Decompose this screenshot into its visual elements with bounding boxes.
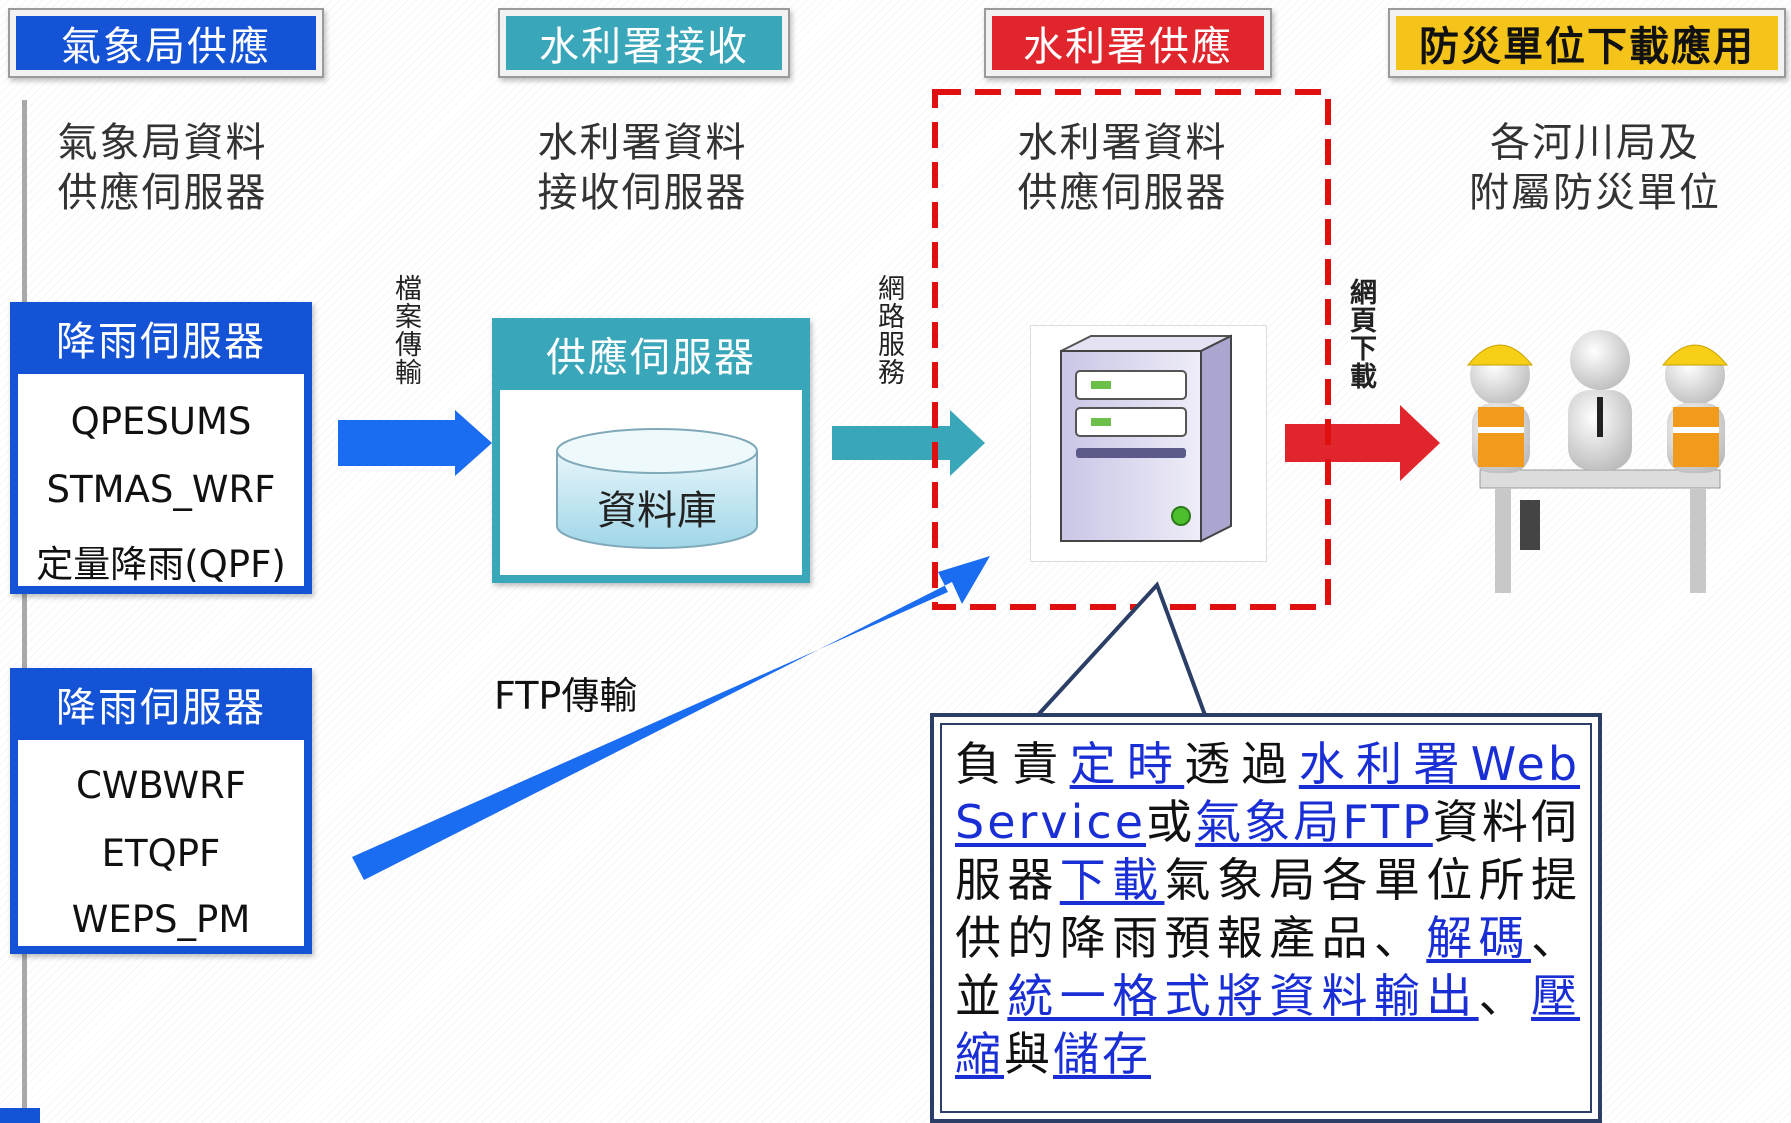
- rain-server-1-title: 降雨伺服器: [10, 302, 312, 374]
- web-download-label: 網頁下載: [1345, 278, 1376, 390]
- wra-supply-dashed-box: [932, 89, 1331, 610]
- ftp-transfer-label: FTP傳輸: [494, 674, 638, 718]
- subtitle-disaster-units: 各河川局及 附屬防災單位: [1469, 120, 1721, 216]
- rain-server-1-item-qpesums: QPESUMS: [70, 400, 252, 443]
- rain-server-2-title: 降雨伺服器: [10, 668, 312, 740]
- callout-segment: 定時: [1069, 737, 1185, 791]
- header-wra-supply-label: 水利署供應: [992, 16, 1264, 70]
- web-download-arrow: [1285, 405, 1440, 481]
- database-icon: [556, 428, 758, 549]
- header-wra-receive-label: 水利署接收: [506, 16, 782, 70]
- callout-segment: 解碼: [1426, 911, 1532, 965]
- callout-segment: 、並: [955, 911, 1581, 1023]
- callout-segment: 壓縮: [955, 969, 1581, 1081]
- rain-server-1: 降雨伺服器 QPESUMS STMAS_WRF 定量降雨(QPF): [10, 302, 312, 594]
- header-wra-supply: 水利署供應: [984, 8, 1272, 78]
- header-wra-receive: 水利署接收: [498, 8, 790, 78]
- header-disaster-units-label: 防災單位下載應用: [1396, 16, 1778, 70]
- subtitle-wra-supply-server: 水利署資料 供應伺服器: [1017, 120, 1228, 216]
- server-icon-frame: [1030, 325, 1267, 562]
- callout-description: 負責定時透過水利署Web Service或氣象局FTP資料伺服器下載氣象局各單位…: [955, 735, 1580, 1083]
- callout-segment: 與: [1004, 1027, 1053, 1081]
- file-transfer-label: 檔案傳輸: [390, 274, 421, 386]
- callout-segment: 水利署Web Service: [955, 737, 1581, 849]
- rain-server-2: 降雨伺服器 CWBWRF ETQPF WEPS_PM: [10, 668, 312, 954]
- callout-box: [930, 713, 1602, 1123]
- corner-mark: [0, 1108, 40, 1123]
- subtitle-cwb-server: 氣象局資料 供應伺服器: [57, 120, 268, 216]
- callout-segment: 下載: [1059, 853, 1165, 907]
- callout-segment: 透過: [1184, 737, 1299, 791]
- callout-segment: 氣象局FTP: [1195, 795, 1433, 849]
- subtitle-wra-receive-server: 水利署資料 接收伺服器: [537, 120, 748, 216]
- server-tower-icon: [1060, 334, 1232, 543]
- construction-workers-icon: [1466, 330, 1729, 593]
- rain-server-2-item-cwbwrf: CWBWRF: [75, 764, 247, 807]
- callout-segment: 輸出: [1373, 969, 1479, 1023]
- timeline-line: [22, 100, 27, 1123]
- network-service-arrow: [832, 410, 985, 476]
- rain-server-2-item-etqpf: ETQPF: [101, 832, 221, 875]
- ftp-transfer-arrow: [352, 556, 990, 880]
- header-cwb-supply-label: 氣象局供應: [16, 16, 316, 70]
- callout-segment: 資料伺服器: [955, 795, 1580, 907]
- rain-server-1-item-qpf: 定量降雨(QPF): [36, 543, 286, 586]
- file-transfer-arrow: [338, 410, 492, 476]
- network-service-label: 網路服務: [873, 274, 904, 386]
- callout-segment: 或: [1146, 795, 1196, 849]
- callout-segment: 氣象局各單位所提供的降雨預報產品、: [955, 853, 1581, 965]
- callout-segment: 負責: [955, 737, 1070, 791]
- rain-server-1-item-stmas: STMAS_WRF: [46, 468, 276, 511]
- callout-segment: 統一格式將資料: [1007, 969, 1374, 1023]
- supply-server-box: 供應伺服器 資料庫: [492, 318, 810, 583]
- database-label: 資料庫: [597, 488, 717, 534]
- header-disaster-units: 防災單位下載應用: [1388, 8, 1786, 78]
- rain-server-2-item-weps: WEPS_PM: [71, 898, 251, 941]
- callout-segment: 儲存: [1053, 1027, 1151, 1081]
- supply-server-title: 供應伺服器: [492, 318, 810, 390]
- header-cwb-supply: 氣象局供應: [8, 8, 324, 78]
- callout-segment: 、: [1478, 969, 1532, 1023]
